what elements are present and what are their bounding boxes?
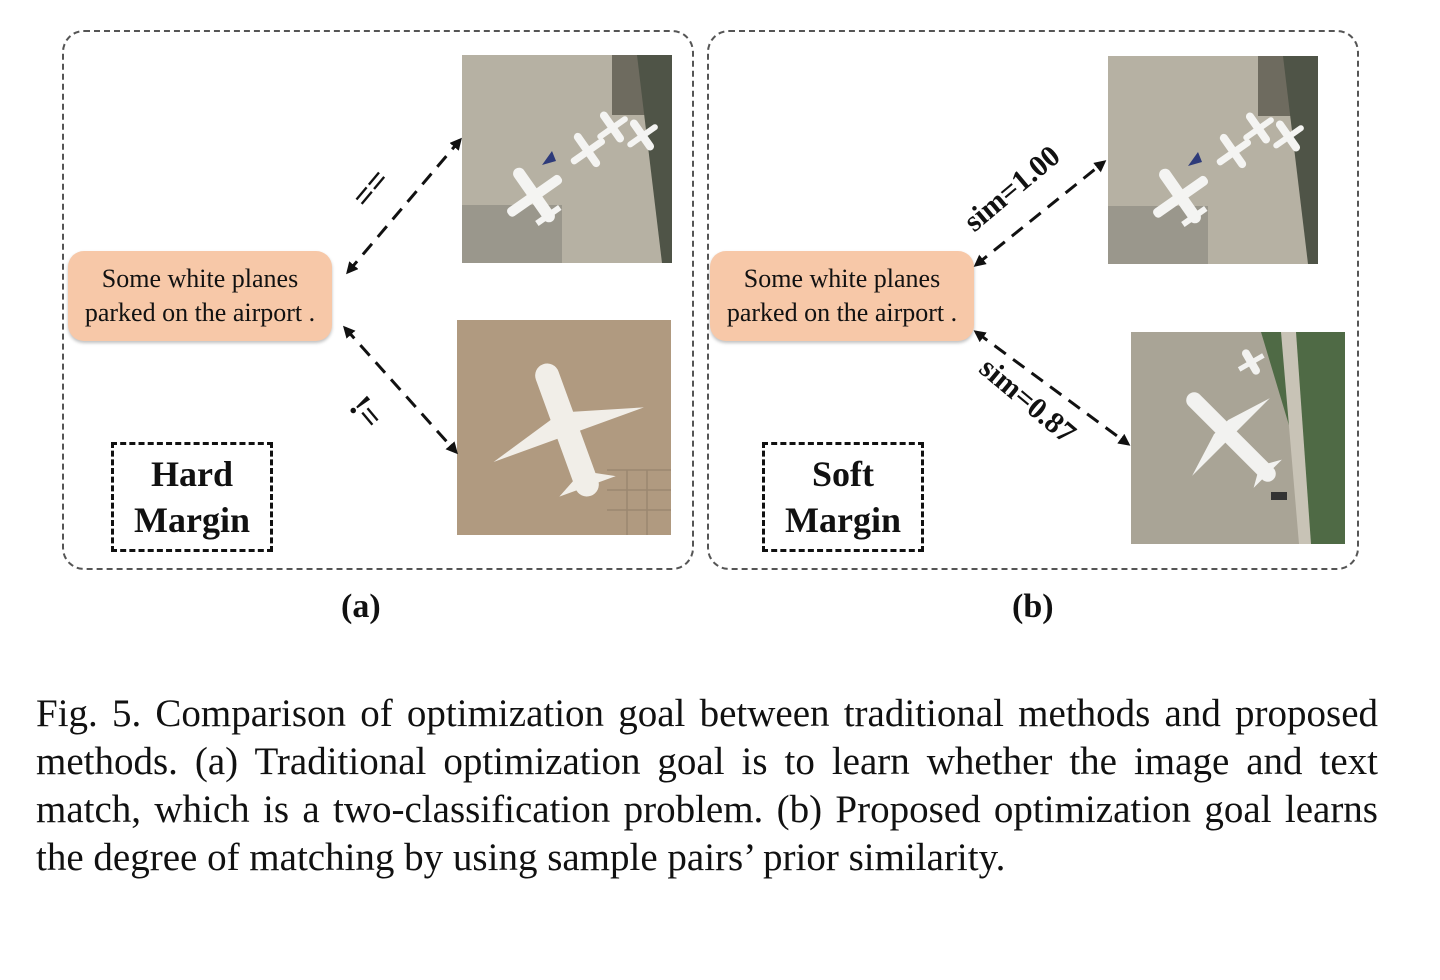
caption-line-2: parked on the airport . [84,298,316,327]
margin-word-1: Soft [812,454,874,494]
margin-word-1: Hard [150,454,233,494]
text-caption-box-a: Some white planes parked on the airport … [68,251,332,341]
airport-image-planes-b [1108,55,1318,265]
airport-image-similar-planes [1131,332,1345,544]
figure-caption: Fig. 5. Comparison of optimization goal … [36,692,1378,879]
panel-soft-margin [707,30,1359,570]
sub-label-b: (b) [1012,588,1054,625]
caption-line-1: Some white planes [101,264,299,293]
caption-line-2: parked on the airport . [726,298,958,327]
panel-hard-margin [62,30,694,570]
caption-line-1: Some white planes [743,264,941,293]
soft-margin-box: Soft Margin [762,442,924,552]
hard-margin-box: Hard Margin [111,442,273,552]
sub-label-a: (a) [341,588,381,625]
margin-word-2: Margin [134,500,250,540]
airport-image-single-plane [457,320,671,535]
airport-image-planes-a [462,55,672,263]
text-caption-box-b: Some white planes parked on the airport … [710,251,974,341]
margin-word-2: Margin [785,500,901,540]
